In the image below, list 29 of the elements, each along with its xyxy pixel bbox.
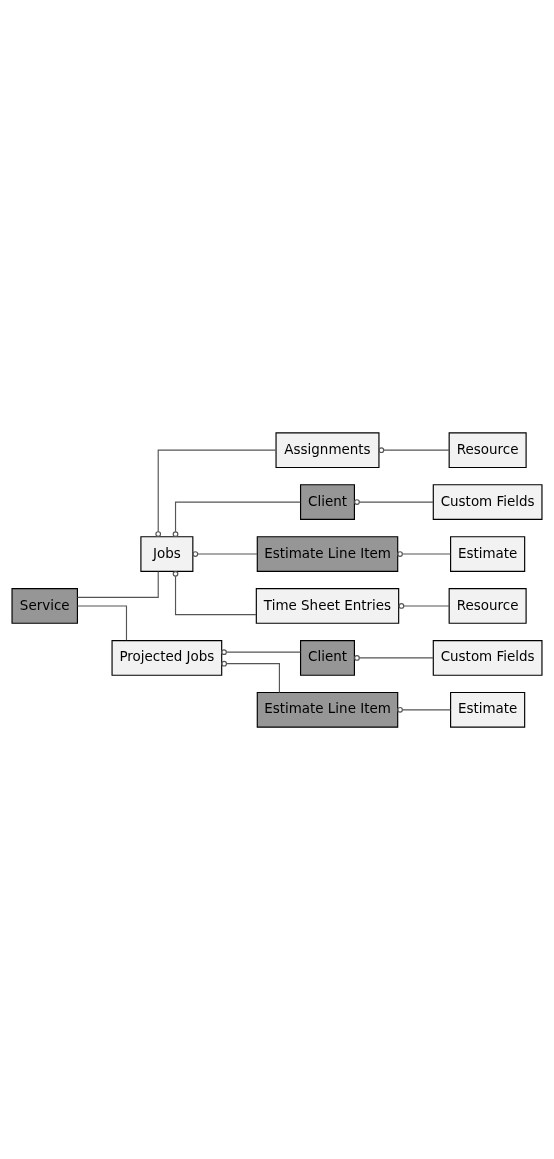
- connector: [76, 604, 128, 641]
- connector: [397, 550, 451, 557]
- connector: [221, 648, 301, 655]
- connector: [354, 654, 434, 661]
- connector: [378, 446, 450, 453]
- node-box: Estimate: [450, 535, 526, 572]
- connector: [172, 570, 257, 615]
- node-box: Jobs: [140, 535, 194, 572]
- connector: [192, 550, 258, 557]
- node-box: Client: [300, 483, 355, 520]
- node-box: Estimate Line Item: [256, 535, 399, 572]
- node-box: Projected Jobs: [111, 639, 223, 676]
- connector: [221, 660, 280, 693]
- node-box: Estimate Line Item: [256, 691, 399, 728]
- node-box: Service: [11, 587, 78, 624]
- node-box: Resource: [448, 431, 527, 468]
- connector: [172, 501, 301, 537]
- node-box: Assignments: [275, 431, 380, 468]
- connector: [398, 602, 450, 609]
- connector: [76, 570, 159, 598]
- node-box: Client: [300, 639, 355, 676]
- connector: [354, 498, 434, 505]
- connector: [155, 449, 277, 537]
- node-box: Time Sheet Entries: [255, 587, 400, 624]
- connector: [397, 706, 451, 713]
- node-box: Custom Fields: [432, 639, 543, 676]
- node-box: Estimate: [450, 691, 526, 728]
- node-box: Resource: [448, 587, 527, 624]
- node-box: Custom Fields: [432, 483, 543, 520]
